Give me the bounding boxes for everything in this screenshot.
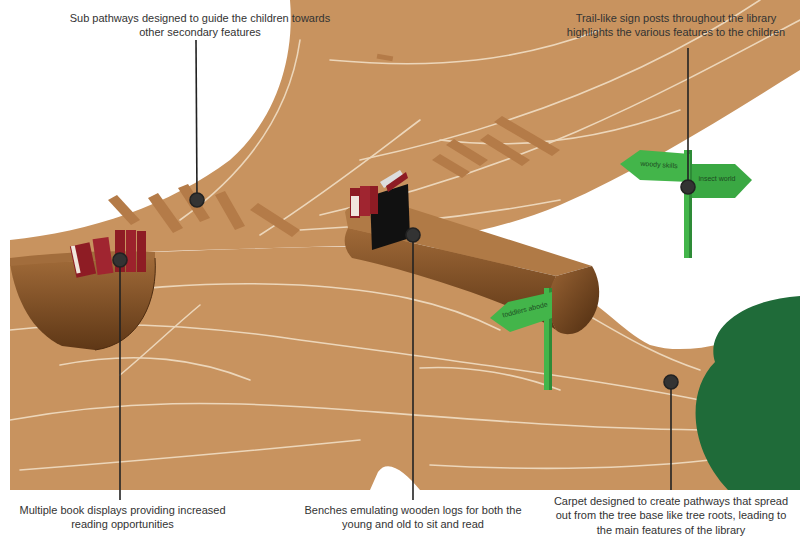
leader-lines [113,40,695,500]
callout-text: Carpet designed to create pathways that … [548,494,794,537]
sub-pathway-stripes [108,116,560,237]
callout-text: Sub pathways designed to guide the child… [60,11,340,40]
signpost [490,288,552,390]
callout-text: Benches emulating wooden logs for both t… [300,503,526,532]
bench-log [345,170,600,334]
tree-base [696,296,800,490]
signpost [620,150,752,258]
callout-text: Trail-like sign posts throughout the lib… [556,11,796,40]
book-display-log [10,230,155,350]
carpet [10,0,800,490]
sign-text: insect world [694,175,740,183]
callout-text: Multiple book displays providing increas… [5,503,240,532]
carpet-veins [10,0,800,470]
